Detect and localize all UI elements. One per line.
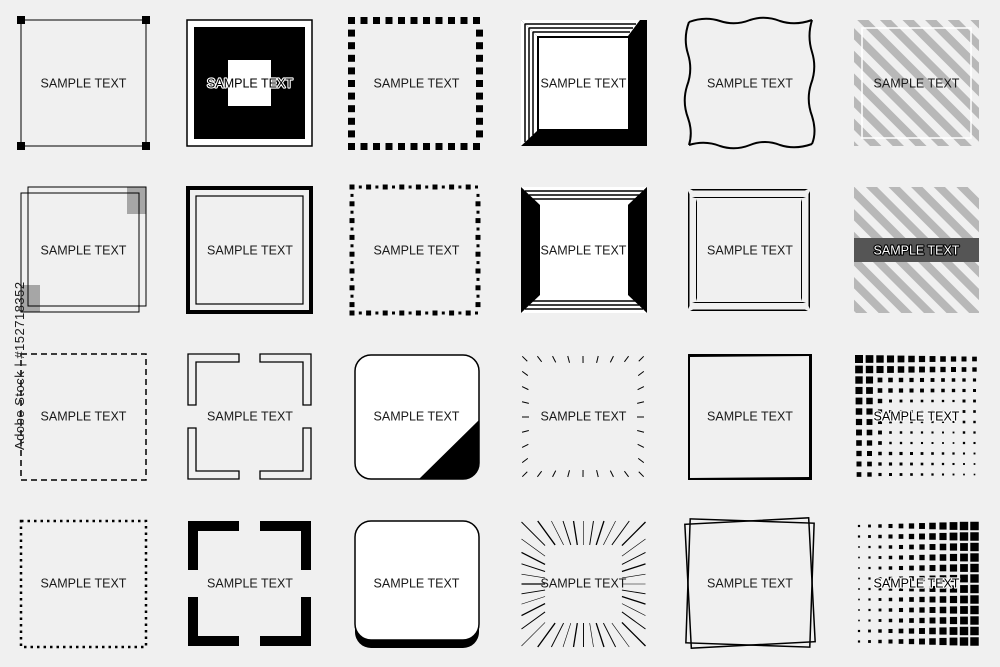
frame-square-dot-chain <box>348 17 483 150</box>
sample-text-label: SAMPLE TEXT <box>374 577 460 591</box>
frame-outline-corner-brackets <box>187 353 312 480</box>
sample-text: SAMPLE TEXT <box>541 410 627 424</box>
sample-text: SAMPLE TEXT <box>707 577 793 591</box>
sample-text: SAMPLE TEXT <box>874 77 960 91</box>
frame-dot-dash-chain <box>349 184 481 316</box>
frame-thick-corner-brackets <box>188 521 311 646</box>
sample-text: SAMPLE TEXT <box>541 244 627 258</box>
frame-dashed <box>20 353 147 481</box>
frame-rotated-double-frame <box>684 517 816 649</box>
frame-sunburst-rays <box>521 520 646 648</box>
frame-halftone-gradient <box>857 521 979 646</box>
sample-text: SAMPLE TEXT <box>41 244 127 258</box>
sample-text-label: SAMPLE TEXT <box>874 77 960 91</box>
sample-text-label: SAMPLE TEXT <box>541 77 627 91</box>
sample-text-label: SAMPLE TEXT <box>541 244 627 258</box>
frame-wavy-border <box>683 16 816 150</box>
stock-id-text: Adobe Stock | #152718352 <box>12 281 27 450</box>
sample-text: SAMPLE TEXT <box>374 244 460 258</box>
sample-text-label: SAMPLE TEXT <box>207 244 293 258</box>
frame-black-inset-box <box>186 19 313 147</box>
frame-tapered-lines <box>688 189 810 311</box>
frame-corner-dots-thin <box>17 16 150 150</box>
frame-3d-bevel-black <box>521 187 647 313</box>
sample-text: SAMPLE TEXT <box>374 410 460 424</box>
sample-text: SAMPLE TEXT <box>874 577 960 591</box>
sample-text: SAMPLE TEXT <box>41 77 127 91</box>
sample-text-label: SAMPLE TEXT <box>541 577 627 591</box>
sample-text-label: SAMPLE TEXT <box>872 575 960 591</box>
sample-text-label: SAMPLE TEXT <box>41 244 127 258</box>
sample-text: SAMPLE TEXT <box>207 410 293 424</box>
sample-text-label: SAMPLE TEXT <box>207 577 293 591</box>
sample-text: SAMPLE TEXT <box>541 77 627 91</box>
sample-text-label: SAMPLE TEXT <box>41 77 127 91</box>
sample-text: SAMPLE TEXT <box>707 77 793 91</box>
sample-text-label: SAMPLE TEXT <box>41 410 127 424</box>
sample-text-label: SAMPLE TEXT <box>374 410 460 424</box>
sample-text-label: SAMPLE TEXT <box>707 77 793 91</box>
sample-text-label: SAMPLE TEXT <box>41 577 127 591</box>
stock-id-label: Adobe Stock | #152718352 <box>12 281 27 464</box>
frame-offset-double-gray-corners <box>20 186 147 313</box>
sample-text: SAMPLE TEXT <box>207 244 293 258</box>
sample-text: SAMPLE TEXT <box>874 410 960 424</box>
sample-text: SAMPLE TEXT <box>874 244 960 258</box>
frame-thick-double-line <box>186 186 313 314</box>
sample-text-label: SAMPLE TEXT <box>374 244 460 258</box>
frame-rounded-shadow <box>354 520 480 648</box>
sample-text: SAMPLE TEXT <box>374 577 460 591</box>
sample-text-label: SAMPLE TEXT <box>374 77 460 91</box>
sample-text-label: SAMPLE TEXT <box>707 244 793 258</box>
frame-tapered-square <box>688 354 812 480</box>
sample-text-label: SAMPLE TEXT <box>872 408 960 424</box>
sample-text: SAMPLE TEXT <box>374 77 460 91</box>
sample-text: SAMPLE TEXT <box>207 577 293 591</box>
frame-gray-stripes-white-panel <box>854 20 979 146</box>
sample-text: SAMPLE TEXT <box>41 577 127 591</box>
sample-text-label: SAMPLE TEXT <box>206 75 294 91</box>
frame-halftone-squares <box>855 355 977 477</box>
sample-text: SAMPLE TEXT <box>41 410 127 424</box>
frame-rounded-black-corner <box>354 354 480 480</box>
sample-text-label: SAMPLE TEXT <box>207 410 293 424</box>
sample-text-label: SAMPLE TEXT <box>707 577 793 591</box>
frame-3d-left-bevel-stripes <box>521 20 647 146</box>
sample-text-label: SAMPLE TEXT <box>541 410 627 424</box>
sample-text: SAMPLE TEXT <box>707 410 793 424</box>
sample-text-label: SAMPLE TEXT <box>872 242 960 258</box>
frame-dotted <box>19 519 148 649</box>
sample-text-label: SAMPLE TEXT <box>707 410 793 424</box>
sample-text: SAMPLE TEXT <box>207 77 293 91</box>
frame-sunburst-ticks-square <box>521 355 645 478</box>
sample-text: SAMPLE TEXT <box>707 244 793 258</box>
frame-gray-stripes-banner <box>854 187 979 313</box>
sample-text: SAMPLE TEXT <box>541 577 627 591</box>
